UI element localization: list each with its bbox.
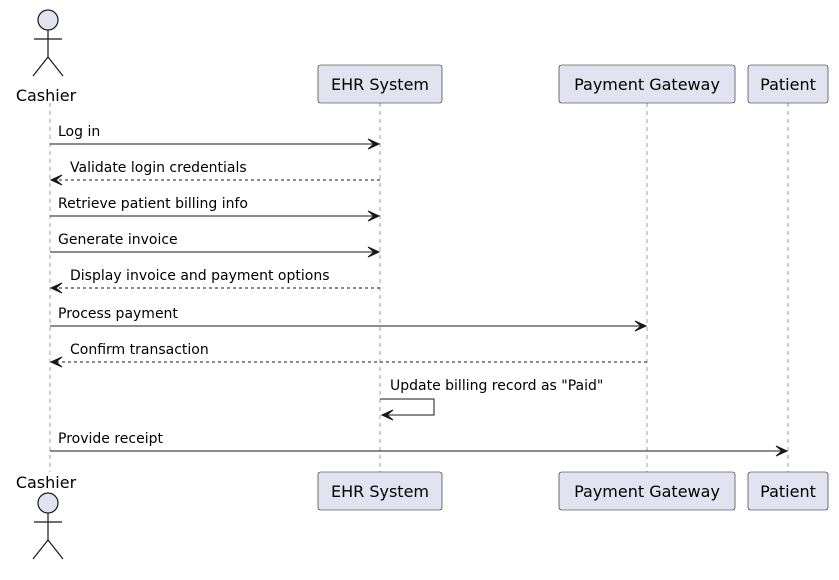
message-label: Validate login credentials [70,160,247,176]
participant-box [558,64,736,104]
arrowhead [367,138,381,150]
participant-box [317,64,443,104]
actor-leg-right [47,539,64,560]
participant-patient-bottom: Patient [747,471,829,511]
message-label: Generate invoice [58,232,178,248]
lifelines [49,103,789,472]
participant-box [747,64,829,104]
arrowhead [367,246,381,258]
participant-gateway-bottom: Payment Gateway [558,471,736,511]
message-label: Confirm transaction [70,342,209,358]
participant-gateway-top: Payment Gateway [558,64,736,104]
participant-label: EHR System [331,482,429,501]
message-line [380,398,435,416]
message-label: Log in [58,124,100,140]
participant-box [747,471,829,511]
message-1: Log in [50,124,381,150]
arrowhead [775,445,789,457]
actor-label: Cashier [16,473,77,492]
arrowhead [367,210,381,222]
message-label: Display invoice and payment options [70,268,330,284]
message-2: Validate login credentials [49,160,380,186]
actor-leg-right [47,56,64,77]
arrowhead [380,409,394,421]
participants-top: Cashier EHR System Payment Gateway Patient [16,9,829,105]
participant-box [317,471,443,511]
message-label: Provide receipt [58,431,163,447]
message-9: Provide receipt [50,431,789,457]
message-5: Display invoice and payment options [49,268,380,294]
message-4: Generate invoice [50,232,381,258]
actor-head-icon [37,9,59,31]
message-label: Update billing record as "Paid" [390,378,603,394]
message-8: Update billing record as "Paid" [380,378,603,421]
actor-label: Cashier [16,86,77,105]
message-7: Confirm transaction [49,342,647,368]
participant-box [558,471,736,511]
participant-ehr-top: EHR System [317,64,443,104]
participant-ehr-bottom: EHR System [317,471,443,511]
participant-label: Patient [760,75,816,94]
actor-leg-left [32,56,49,77]
message-label: Process payment [58,306,178,322]
messages: Log in Validate login credentialsRetrieve… [49,124,789,457]
arrowhead [49,174,63,186]
message-label: Retrieve patient billing info [58,196,248,212]
actor-head-icon [37,492,59,514]
participants-bottom: Cashier EHR System Payment Gateway Patient [16,471,829,560]
actor-leg-left [32,539,49,560]
participant-label: Payment Gateway [574,75,720,94]
message-6: Process payment [50,306,648,332]
arrowhead [49,356,63,368]
actor-cashier-bottom: Cashier [16,473,77,560]
actor-cashier-top: Cashier [16,9,77,105]
participant-patient-top: Patient [747,64,829,104]
participant-label: Patient [760,482,816,501]
participant-label: EHR System [331,75,429,94]
message-3: Retrieve patient billing info [50,196,381,222]
arrowhead [49,282,63,294]
participant-label: Payment Gateway [574,482,720,501]
arrowhead [634,320,648,332]
